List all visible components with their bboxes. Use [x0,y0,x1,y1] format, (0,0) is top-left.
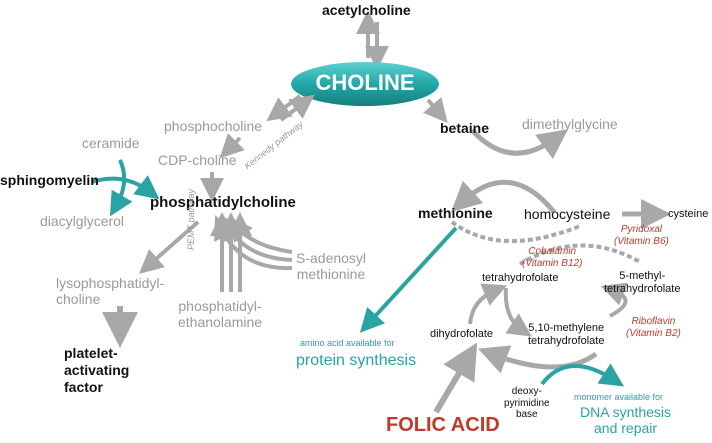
arrow-choline-betaine [423,97,448,124]
label-sphingomyelin: sphingomyelin [0,172,99,188]
label-5-methyl-thf: 5-methyl- tetrahydrofolate [604,270,681,295]
label-pemt-pathway: PEMT pathway [186,188,196,250]
label-homocysteine: homocysteine [524,206,611,222]
arc-homocysteine-methionine [450,179,556,214]
label-folic-acid: FOLIC ACID [386,414,500,436]
label-phosphocholine: phosphocholine [164,118,263,134]
label-amino-acid-available: amino acid available for [300,338,395,348]
arc-dihydrofolate-thf [468,283,508,325]
label-acetylcholine: acetylcholine [322,2,411,18]
label-cysteine: cysteine [668,208,709,220]
arc-betaine-dimethylglycine [470,128,569,159]
label-riboflavin: Riboflavin (Vitamin B2) [626,316,681,339]
label-dna-synthesis: DNA synthesis and repair [580,404,672,437]
arrow-methionine-protein [359,226,458,333]
arc-methylthf-thf [600,282,628,318]
dashed-methionine-homocysteine [450,220,581,243]
arrow-choline-acetylcholine [356,10,389,70]
arc-methylene-dihydrofolate [477,345,598,374]
arrow-deoxy-dna [540,363,625,387]
arrow-sphingomyelin-pc [91,175,160,200]
label-tetrahydrofolate: tetrahydrofolate [482,272,559,284]
label-cobalamin: Cobalamin (Vitamin B12) [522,246,583,269]
arc-thf-methylene [503,287,532,337]
arrow-choline-phosphocholine [266,94,315,122]
arrow-phosphocholine-cdp [219,133,245,159]
label-phosphatidylethanolamine: phosphatidyl- ethanolamine [178,298,263,331]
label-choline: CHOLINE [315,70,415,95]
label-pyridoxal: Pyridoxal (Vitamin B6) [614,224,669,247]
label-lysophosphatidylcholine: lysophosphatidyl- choline [56,275,165,308]
label-ceramide: ceramide [82,135,140,151]
label-phosphatidylcholine: phosphatidylcholine [150,194,296,211]
label-cdp-choline: CDP-choline [158,152,237,168]
arrow-pc-lyso [138,220,200,274]
label-diacylglycerol: diacylglycerol [40,213,125,229]
arrow-folicacid-dihydrofolate [433,342,478,414]
label-betaine: betaine [440,120,490,136]
label-monomer-available: monomer available for [574,392,664,402]
label-dimethylglycine: dimethylglycine [522,116,618,132]
label-paf: platelet- activating factor [64,345,130,395]
label-s-adenosyl-methionine: S-adenosyl methionine [296,250,367,283]
arrows-pemt [210,212,293,292]
choline-pill [291,62,439,106]
label-deoxypyrimidine-base: deoxy- pyrimidine base [504,386,550,420]
label-methylene-thf: 5,10-methylene tetrahydrofolate [528,322,605,347]
label-dihydrofolate: dihydrofolate [430,328,493,340]
arrow-ceramide-diacylglycerol [109,159,133,217]
label-methionine: methionine [418,205,493,221]
label-protein-synthesis: protein synthesis [296,352,417,369]
